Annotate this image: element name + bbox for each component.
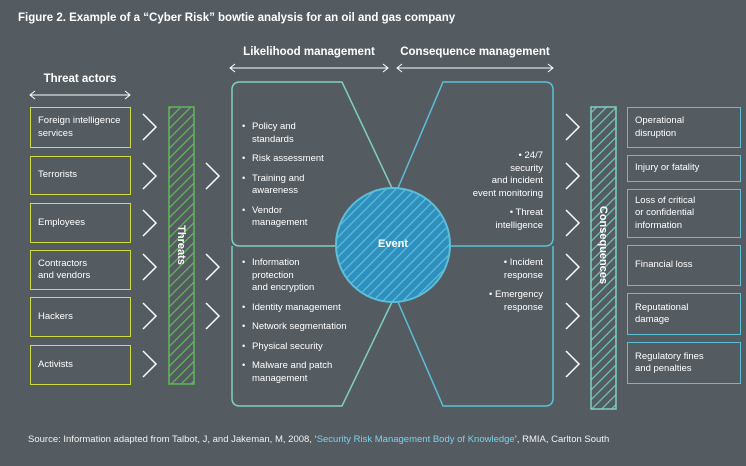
threat-actor-label: Contractors and vendors (38, 257, 91, 282)
event-label: Event (378, 238, 408, 250)
consequence-reputational-damage: Reputational damage (627, 293, 741, 335)
threat-actor-activists: Activists (30, 345, 131, 385)
list-item: • 24/7 security and incident event monit… (472, 150, 543, 199)
chevrons-left (142, 113, 158, 378)
threat-actor-label: Hackers (38, 310, 73, 322)
consequences-label: Consequences (597, 205, 609, 285)
consequence-label: Regulatory fines and penalties (635, 350, 704, 375)
threat-actors-header: Threat actors (43, 73, 117, 85)
consequence-label: Loss of critical or confidential informa… (635, 194, 696, 231)
list-item: • Incident response (503, 257, 543, 281)
likelihood-header: Likelihood management (243, 46, 375, 58)
consequence-loss-of-information: Loss of critical or confidential informa… (627, 189, 741, 238)
list-item: Vendor management (242, 205, 352, 230)
threats-label: Threats (175, 225, 187, 265)
threat-actor-label: Employees (38, 216, 85, 228)
consequence-bottom-list: • Incident response • Emergency response (442, 257, 543, 314)
likelihood-top-list: Policy and standards Risk assessment Tra… (242, 121, 352, 230)
threat-actor-label: Activists (38, 358, 73, 370)
chevrons-threats (205, 162, 221, 330)
threat-actor-contractors: Contractors and vendors (30, 250, 131, 290)
consequence-label: Financial loss (635, 259, 693, 271)
consequence-operational-disruption: Operational disruption (627, 107, 741, 148)
consequence-label: Reputational damage (635, 301, 689, 326)
chevrons-consequence-left (565, 113, 581, 378)
list-item: • Threat intelligence (495, 207, 543, 231)
consequence-header: Consequence management (400, 46, 550, 58)
list-item: Information protection and encryption (242, 257, 372, 295)
likelihood-bottom-list: Information protection and encryption Id… (242, 257, 372, 385)
threats-bar (168, 106, 195, 385)
threat-actor-foreign-intelligence: Foreign intelligence services (30, 107, 131, 148)
list-item: Malware and patch management (242, 360, 372, 385)
consequence-injury: Injury or fatality (627, 155, 741, 182)
consequence-outline (397, 81, 554, 407)
list-item: • Emergency response (488, 289, 543, 313)
list-item: Network segmentation (242, 321, 372, 334)
consequence-regulatory-fines: Regulatory fines and penalties (627, 342, 741, 384)
source-prefix: Source: Information adapted from Talbot,… (28, 434, 317, 445)
figure-title: Figure 2. Example of a “Cyber Risk” bowt… (18, 12, 456, 24)
list-item: Identity management (242, 302, 372, 315)
source-link[interactable]: Security Risk Management Body of Knowled… (316, 434, 515, 445)
list-item: Risk assessment (242, 153, 352, 166)
threat-actor-employees: Employees (30, 203, 131, 243)
threat-actor-terrorists: Terrorists (30, 156, 131, 195)
consequence-financial-loss: Financial loss (627, 245, 741, 286)
list-item: Physical security (242, 341, 372, 354)
threat-actor-label: Foreign intelligence services (38, 115, 121, 139)
list-item: Training and awareness (242, 173, 352, 198)
likelihood-outline (231, 81, 394, 407)
list-item: Policy and standards (242, 121, 352, 146)
source-suffix: ’, RMIA, Carlton South (514, 434, 610, 445)
threat-actor-hackers: Hackers (30, 297, 131, 337)
source-note: Source: Information adapted from Talbot,… (28, 434, 609, 445)
consequence-label: Injury or fatality (635, 162, 700, 174)
threat-actor-label: Terrorists (38, 169, 78, 181)
consequence-top-list: • 24/7 security and incident event monit… (442, 150, 543, 232)
consequence-label: Operational disruption (635, 115, 685, 139)
consequences-bar (590, 106, 617, 410)
